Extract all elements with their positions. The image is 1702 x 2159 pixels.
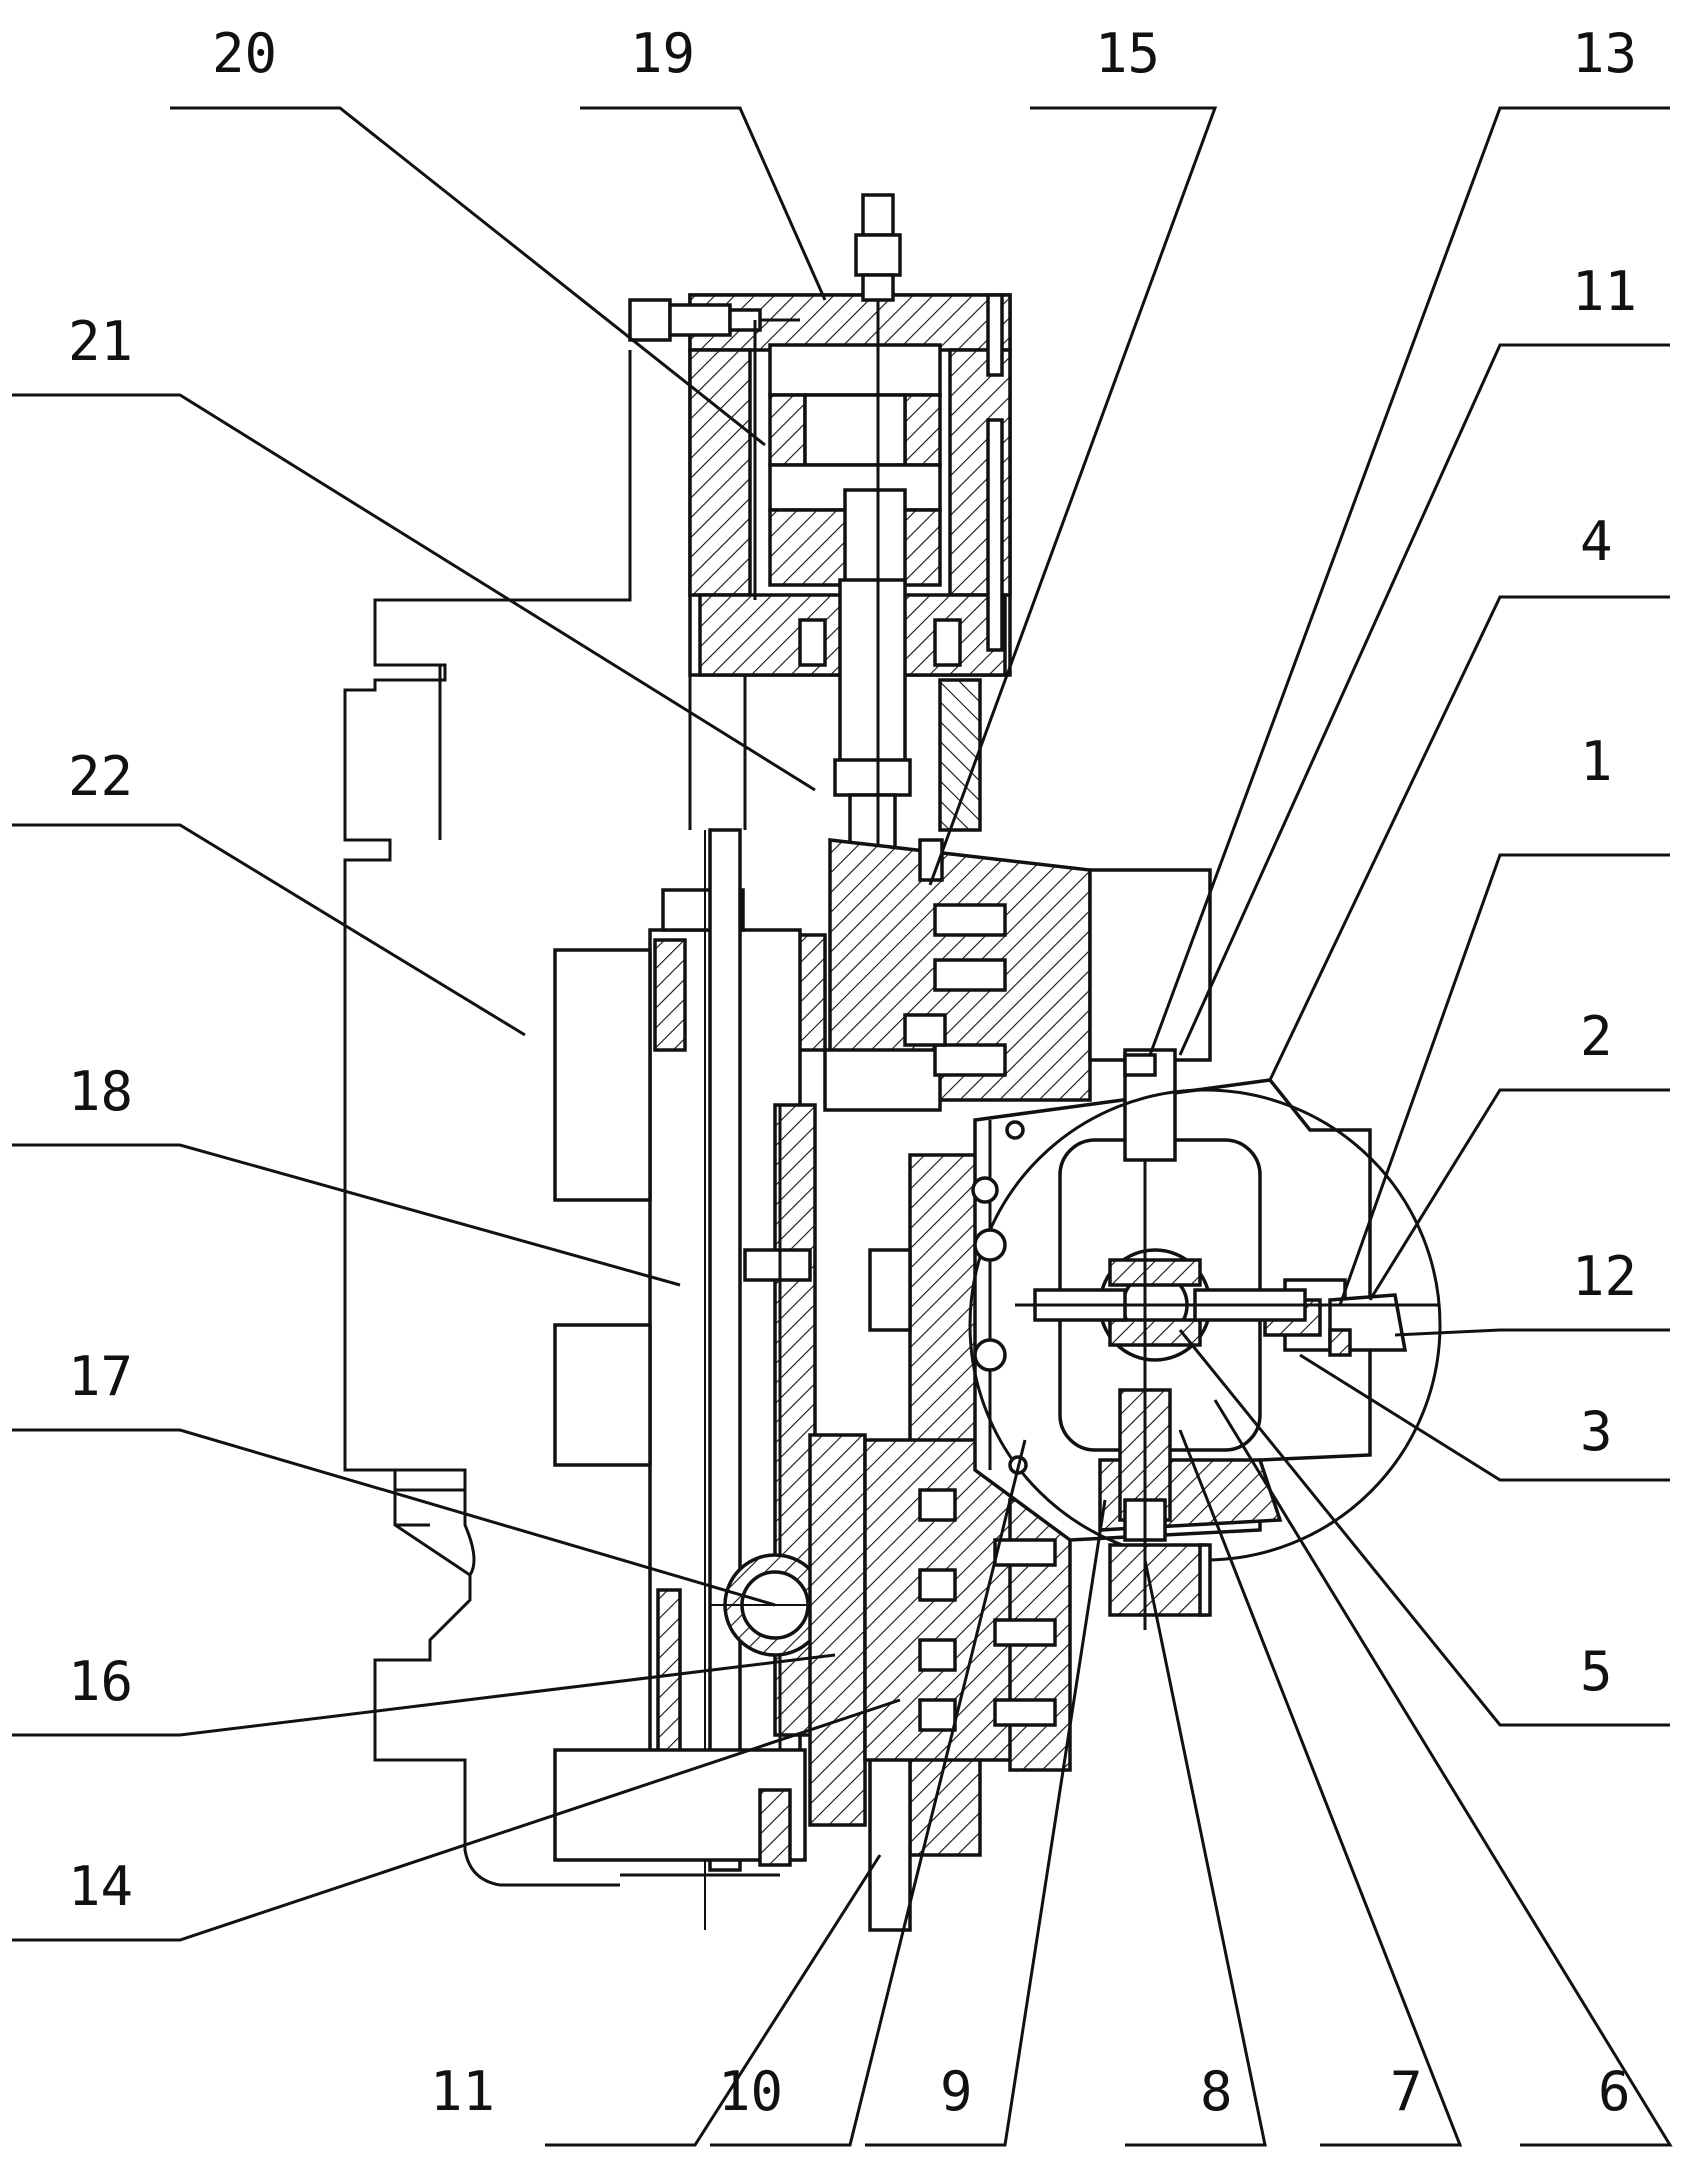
callout-20: 20 (212, 22, 277, 85)
leader-lines (12, 106, 1673, 2147)
callout-1: 1 (1580, 730, 1613, 793)
callout-19: 19 (630, 22, 695, 85)
callout-15: 15 (1095, 22, 1160, 85)
callout-10: 10 (718, 2060, 783, 2123)
rail-assembly (808, 1153, 1072, 1932)
callout-7: 7 (1390, 2060, 1423, 2123)
callout-2: 2 (1580, 1005, 1613, 1068)
machine-body (343, 350, 632, 1887)
fixture-assembly (968, 1048, 1442, 1630)
callout-21: 21 (68, 310, 133, 373)
callout-12: 12 (1572, 1245, 1637, 1308)
callout-5: 5 (1580, 1640, 1613, 1703)
callout-13: 13 (1572, 22, 1637, 85)
callout-14: 14 (68, 1855, 133, 1918)
callout-11-bottom: 11 (430, 2060, 495, 2123)
callout-9: 9 (940, 2060, 973, 2123)
callout-6: 6 (1598, 2060, 1631, 2123)
callout-22: 22 (68, 745, 133, 808)
callout-4: 4 (1580, 510, 1613, 573)
callout-18: 18 (68, 1060, 133, 1123)
callout-11: 11 (1572, 260, 1637, 323)
cylinder-assembly (628, 193, 1012, 887)
callout-17: 17 (68, 1345, 133, 1408)
callout-8: 8 (1200, 2060, 1233, 2123)
callout-labels: 20 19 15 13 21 11 4 22 1 2 18 12 3 17 16… (68, 22, 1637, 2123)
middle-block (718, 838, 1212, 1112)
callout-16: 16 (68, 1650, 133, 1713)
callout-3: 3 (1580, 1400, 1613, 1463)
slide-column (553, 828, 817, 1930)
